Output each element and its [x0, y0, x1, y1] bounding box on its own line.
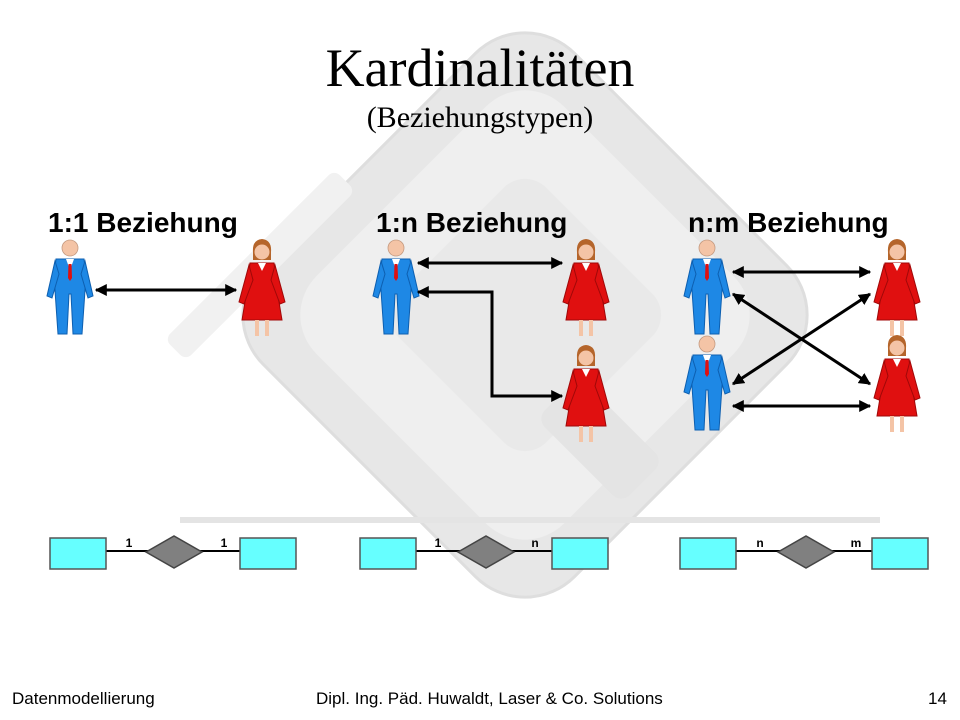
heading-1-1: 1:1 Beziehung	[48, 207, 238, 238]
relationship-diamond-icon	[776, 535, 836, 569]
cardinality-label-left: 1	[435, 536, 442, 550]
cardinality-label-left: n	[756, 536, 763, 550]
er-diagram-1-n: 1 n	[359, 535, 609, 570]
er-diagram-n-m: n m	[679, 535, 929, 570]
entity-box-icon	[551, 537, 609, 570]
slide-title: Kardinalitäten	[325, 38, 635, 98]
cardinality-label-left: 1	[126, 536, 133, 550]
cardinality-label-right: 1	[221, 536, 228, 550]
footer-center: Dipl. Ing. Päd. Huwaldt, Laser & Co. Sol…	[316, 689, 663, 708]
entity-box-icon	[49, 537, 107, 570]
heading-n-m: n:m Beziehung	[688, 207, 889, 238]
cardinality-label-right: n	[531, 536, 538, 550]
page-number: 14	[928, 689, 947, 708]
relationship-diamond-icon	[144, 535, 204, 569]
connector-arrow	[731, 292, 872, 386]
footer-left: Datenmodellierung	[12, 689, 155, 708]
entity-box-icon	[871, 537, 929, 570]
er-diagram-1-1: 1 1	[49, 535, 297, 570]
relationship-diamond-icon	[456, 535, 516, 569]
slide-subtitle: (Beziehungstypen)	[366, 101, 594, 134]
entity-box-icon	[679, 537, 737, 570]
cardinality-label-right: m	[851, 536, 862, 550]
connector-arrow	[416, 286, 564, 402]
entity-box-icon	[239, 537, 297, 570]
heading-1-n: 1:n Beziehung	[376, 207, 568, 238]
entity-box-icon	[359, 537, 417, 570]
